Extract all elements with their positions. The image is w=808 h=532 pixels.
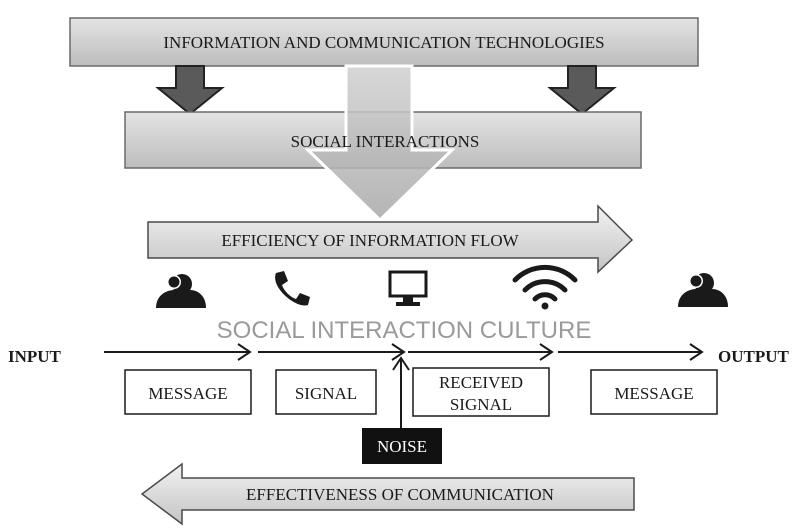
culture-label: SOCIAL INTERACTION CULTURE (217, 317, 592, 344)
signal-box (275, 369, 377, 415)
social-interactions-label: SOCIAL INTERACTIONS (291, 132, 480, 151)
box-label: SIGNAL (450, 395, 512, 414)
efficiency-arrow-label: EFFICIENCY OF INFORMATION FLOW (221, 231, 519, 250)
box-label: RECEIVED (439, 373, 523, 392)
ict-bar-label: INFORMATION AND COMMUNICATION TECHNOLOGI… (163, 33, 604, 52)
person-icon (156, 274, 206, 308)
efficiency-arrow (147, 204, 634, 274)
effectiveness-arrow-label: EFFECTIVENESS OF COMMUNICATION (246, 485, 554, 504)
ict-bar (69, 17, 699, 67)
message-box-destination (590, 369, 718, 415)
phone-icon (275, 271, 310, 306)
wifi-icon (512, 264, 578, 310)
box-label: MESSAGE (614, 384, 693, 403)
noise-arrow (392, 356, 410, 428)
input-label: INPUT (8, 347, 62, 366)
monitor-icon (388, 270, 428, 306)
box-label: MESSAGE (148, 384, 227, 403)
flow-arrows (104, 343, 704, 361)
noise-label: NOISE (377, 437, 427, 456)
box-label: SIGNAL (295, 384, 357, 403)
noise-box (362, 428, 442, 464)
person-icon (678, 273, 728, 307)
message-box-source (124, 369, 252, 415)
output-label: OUTPUT (718, 347, 790, 366)
right-down-arrow (547, 65, 617, 116)
received-signal-box (412, 367, 550, 417)
left-down-arrow (155, 65, 225, 116)
central-down-arrow (304, 64, 456, 223)
effectiveness-arrow (140, 462, 635, 526)
